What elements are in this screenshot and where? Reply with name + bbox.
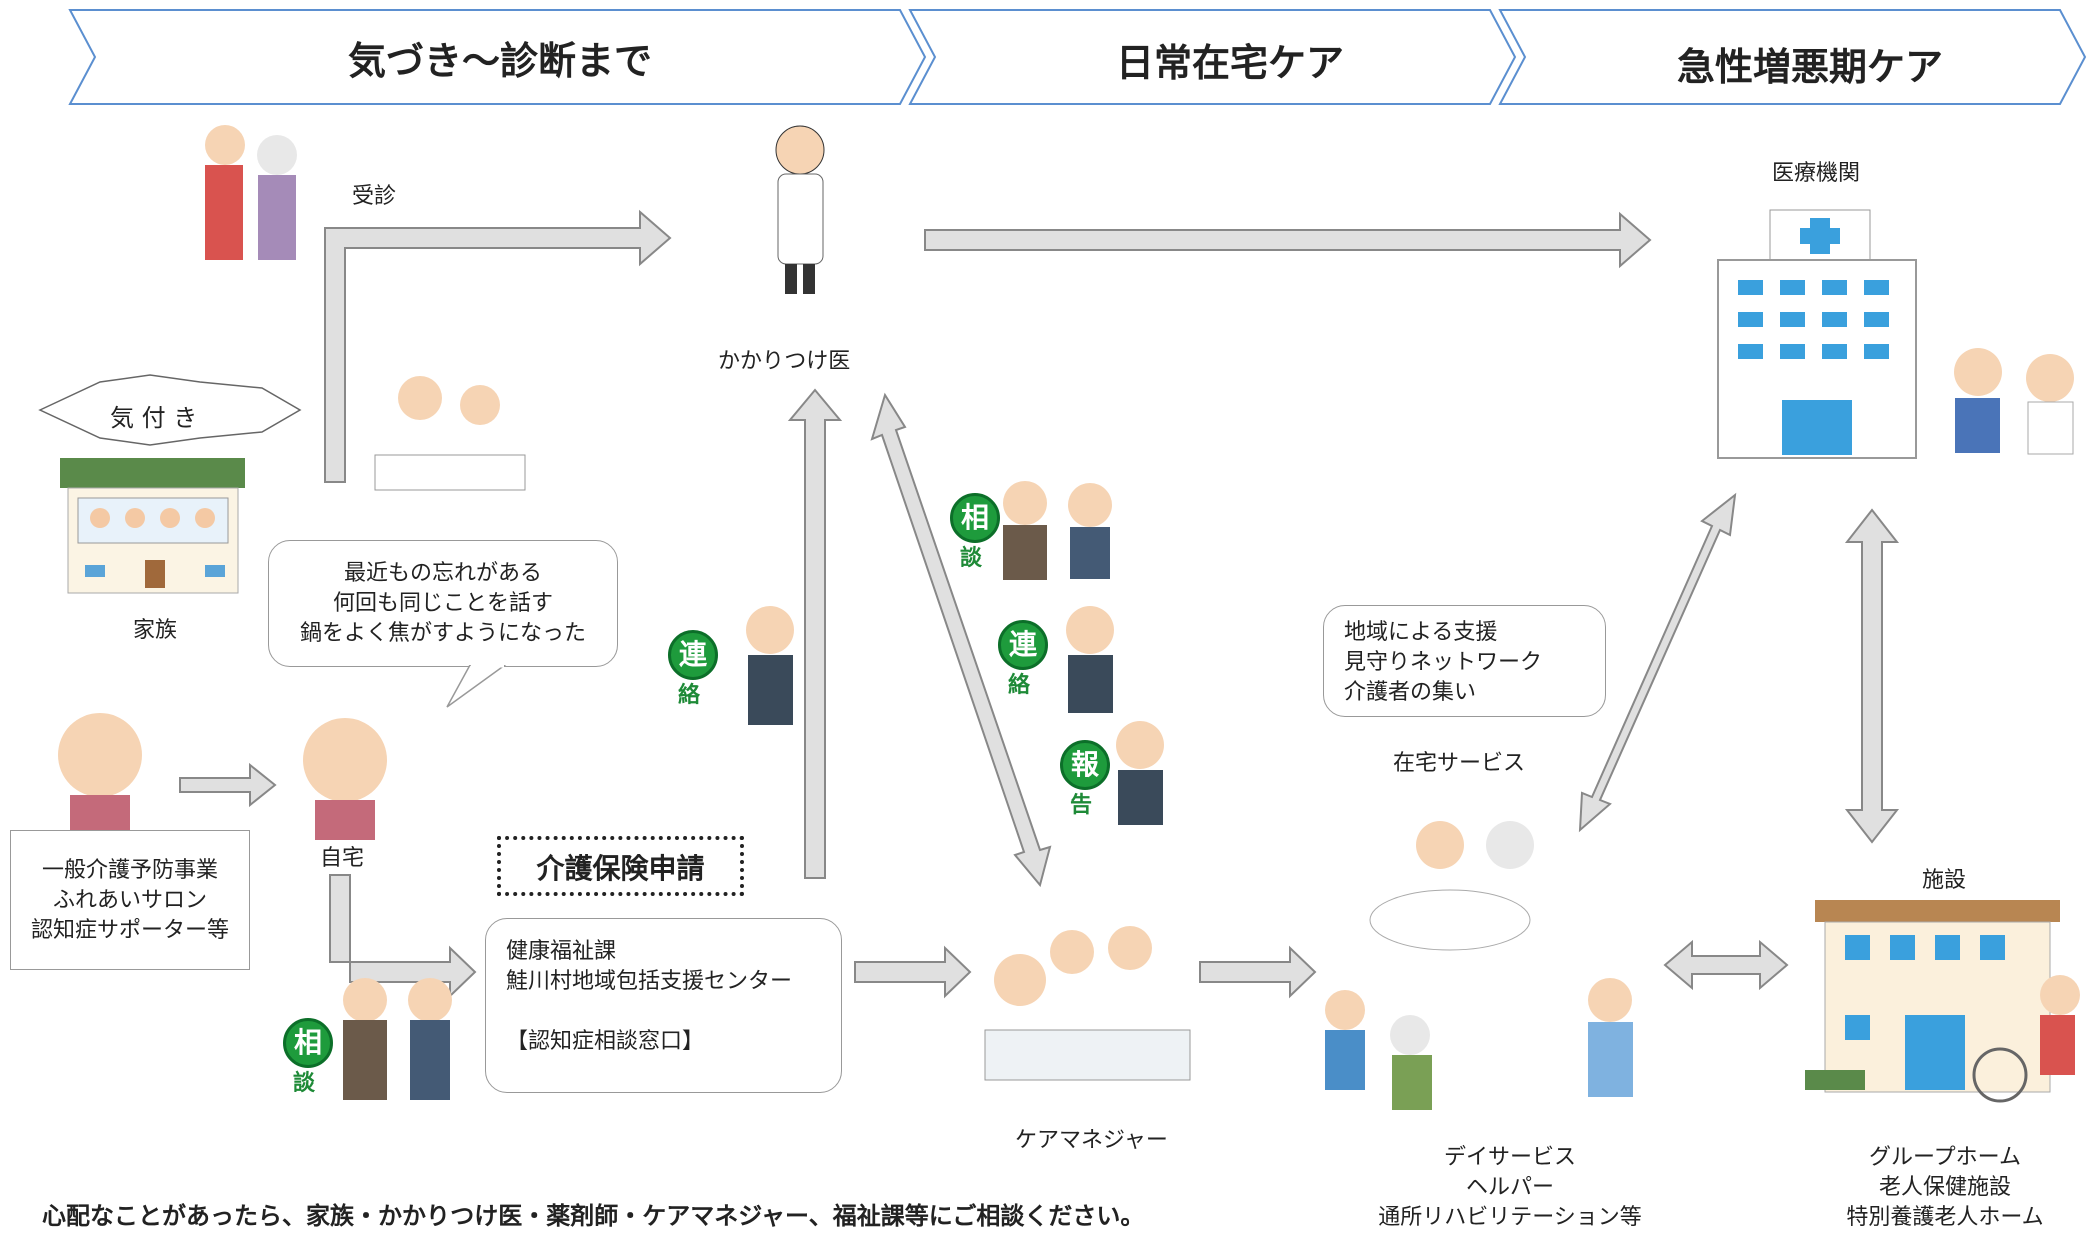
stage-label-1: 気づき～診断まで xyxy=(347,39,652,83)
kizuki-label: 気 付 き xyxy=(110,404,198,432)
facility-illustration xyxy=(1805,900,2060,1093)
kizuki-burst xyxy=(38,374,302,446)
welfare-center-box: 健康福祉課 鮭川村地域包括支援センター 【認知症相談窓口】 xyxy=(485,918,842,1093)
prevention-services-box: 一般介護予防事業 ふれあいサロン 認知症サポーター等 xyxy=(10,830,250,970)
arrow-doctor-caremanager xyxy=(870,392,1052,888)
kaigo-hoken-application: 介護保険申請 xyxy=(497,836,744,896)
renraku-badge-sub: 絡 xyxy=(678,683,701,708)
speech-bubble-tail xyxy=(446,665,507,708)
facility-label: 施設 xyxy=(1922,868,1967,893)
arrow-family-to-doctor xyxy=(324,209,672,483)
arrow-patient-to-home xyxy=(179,762,277,808)
soudan-badge: 相 xyxy=(950,493,1000,543)
arrow-doctor-to-hospital xyxy=(924,211,1652,269)
hospital-illustration xyxy=(1717,209,1917,459)
family-house-illustration xyxy=(60,458,245,594)
symptoms-speech-bubble: 最近もの忘れがある 何回も同じことを話す 鍋をよく焦がすようになった xyxy=(268,540,618,667)
stage-banners xyxy=(68,9,2087,105)
stage-banner-1 xyxy=(68,9,927,105)
houkoku-badge-sub: 告 xyxy=(1070,793,1093,818)
flow-diagram xyxy=(38,125,2080,1110)
soudan-badge-sub: 談 xyxy=(960,546,983,571)
family-label: 家族 xyxy=(133,618,178,643)
zaitaku-label: 在宅サービス xyxy=(1393,751,1526,776)
soudan-badge-2: 相 xyxy=(283,1018,333,1068)
stage-banner-3 xyxy=(1498,9,2087,105)
arrow-cm-to-services xyxy=(1199,945,1317,999)
arrow-services-facility xyxy=(1663,939,1789,991)
arrow-services-hospital xyxy=(1578,492,1737,833)
soudan-badge-2-sub: 談 xyxy=(293,1071,316,1096)
renraku-badge: 連 xyxy=(668,630,718,680)
community-support-box: 地域による支援 見守りネットワーク 介護者の集い xyxy=(1323,605,1606,717)
renraku-badge-2: 連 xyxy=(998,620,1048,670)
people-illustrations xyxy=(58,125,2080,1110)
consult-label: 受診 xyxy=(352,184,397,209)
arrow-hospital-facility xyxy=(1844,508,1900,844)
home-label: 自宅 xyxy=(320,846,365,871)
arrow-home-to-center xyxy=(329,874,477,999)
doctor-illustration xyxy=(775,125,825,294)
caremanager-label: ケアマネジャー xyxy=(1015,1128,1168,1153)
hospital-label: 医療機関 xyxy=(1772,161,1861,186)
houkoku-badge: 報 xyxy=(1060,740,1110,790)
stage-label-3: 急性増悪期ケア xyxy=(1676,45,1943,89)
arrow-center-to-caremanager xyxy=(854,945,972,999)
facilities-list-label: グループホーム 老人保健施設 特別養護老人ホーム xyxy=(1846,1145,2044,1230)
footer-note: 心配なことがあったら、家族・かかりつけ医・薬剤師・ケアマネジャー、福祉課等にご相… xyxy=(42,1202,1145,1230)
arrow-center-to-doctor xyxy=(787,388,843,879)
day-services-label: デイサービス ヘルパー 通所リハビリテーション等 xyxy=(1378,1145,1642,1230)
renraku-badge-2-sub: 絡 xyxy=(1008,673,1031,698)
stage-label-2: 日常在宅ケア xyxy=(1115,41,1344,85)
doctor-label: かかりつけ医 xyxy=(718,349,851,374)
stage-banner-2 xyxy=(908,9,1517,105)
